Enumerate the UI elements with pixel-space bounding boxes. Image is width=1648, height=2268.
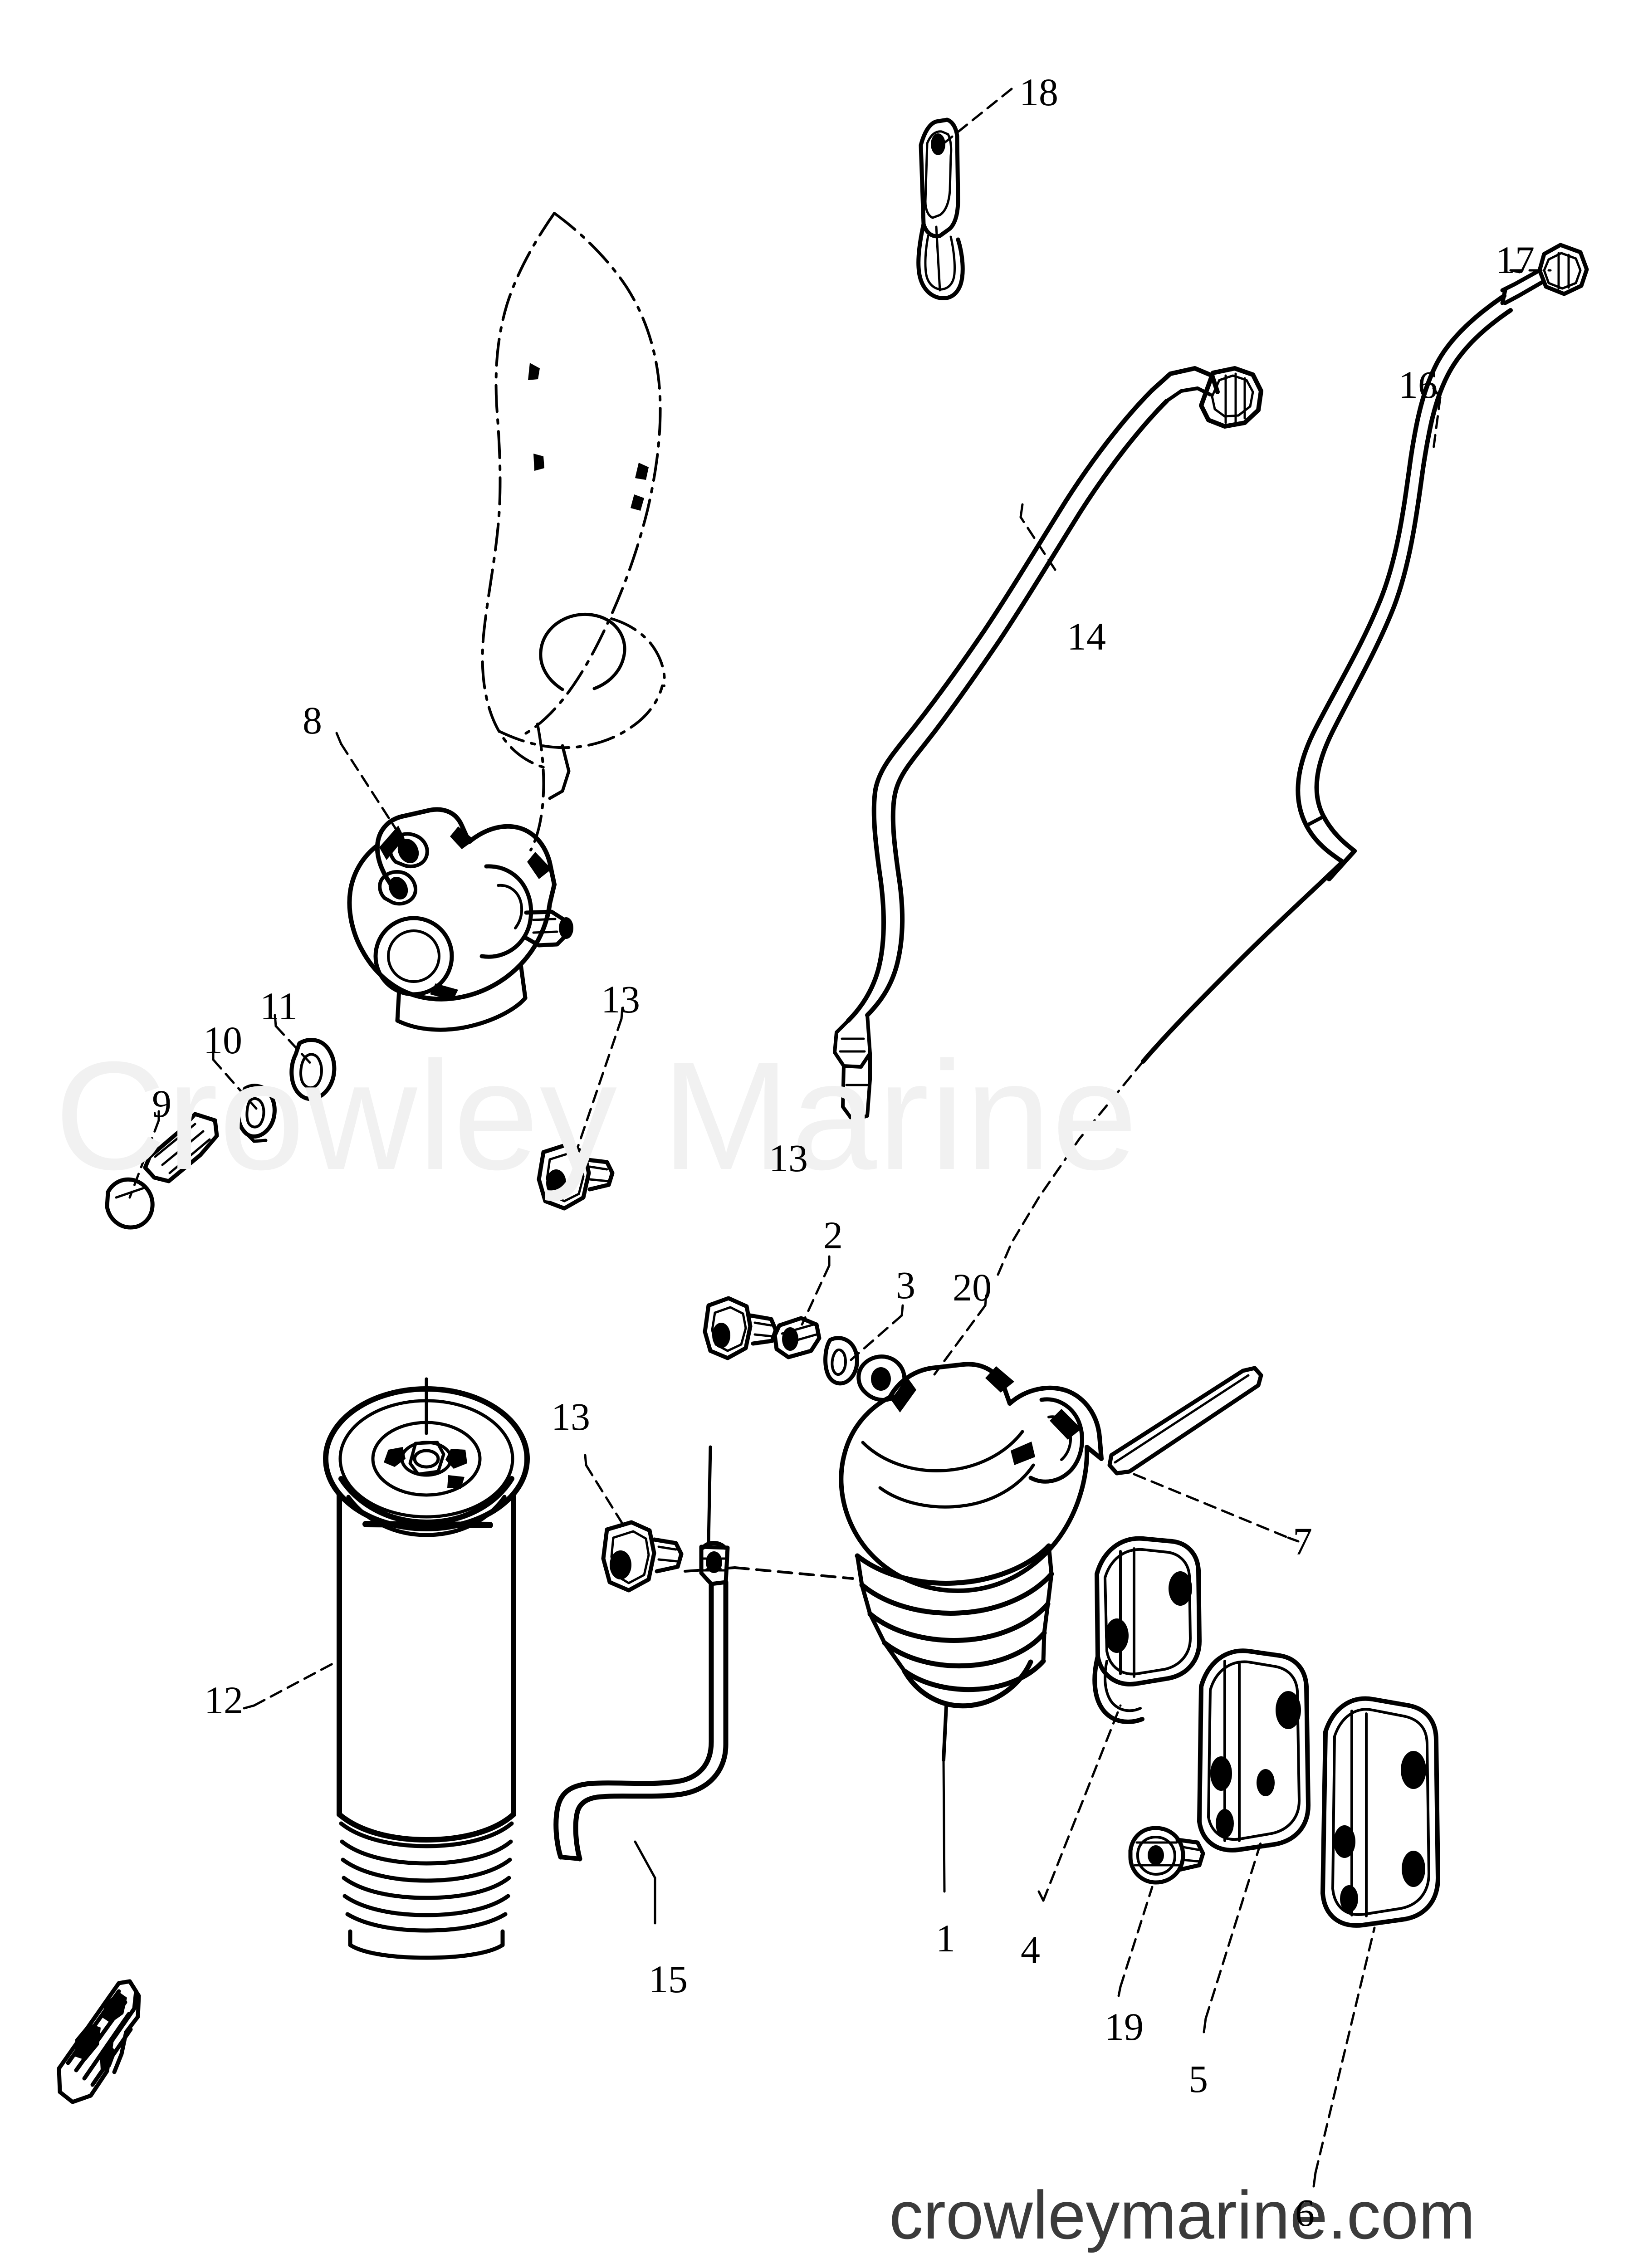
callout-number-fuel-pump-assembly: 1	[936, 1916, 955, 1960]
part-15-fuel-line-short	[553, 1445, 854, 1925]
part-7-push-rod	[1107, 1366, 1300, 1543]
part-13b-fitting-elbow	[703, 1296, 778, 1360]
callout-number-washer-lock: 10	[203, 1018, 242, 1062]
callout-number-fitting-elbow: 13	[769, 1136, 808, 1180]
callout-number-gasket-plate: 5	[1188, 2057, 1208, 2101]
callout-number-hose-fitting-nut: 17	[1496, 238, 1535, 282]
part-13a-fitting-elbow	[537, 1007, 624, 1211]
callout-number-fitting-elbow: 13	[601, 978, 640, 1021]
callout-number-washer-flat: 11	[260, 984, 298, 1028]
callout-number-clamp-bracket: 18	[1019, 70, 1058, 114]
callout-number-plate-insulator: 4	[1021, 1928, 1040, 1971]
callout-number-nut: 19	[1105, 2005, 1144, 2048]
part-13c-fitting-elbow	[584, 1454, 684, 1593]
callout-number-fitting-elbow: 13	[551, 1395, 590, 1438]
callout-number-push-rod: 7	[1293, 1520, 1312, 1563]
callout-number-bolt-screw: 9	[152, 1082, 171, 1125]
part-4-plate-insulator	[1037, 1536, 1202, 1902]
decorative-detail-icon	[57, 1979, 141, 2104]
phantom-engine-details	[528, 363, 649, 800]
part-6-gasket	[1312, 1696, 1440, 2188]
callout-number-fuel-pump-upper: 8	[303, 699, 322, 742]
part-12-fuel-filter-canister	[243, 1377, 530, 1960]
parts-9-10-11-fasteners	[105, 1014, 337, 1230]
part-14-fuel-line-upper	[833, 366, 1263, 1122]
part-8-fuel-pump-upper	[335, 732, 573, 1032]
parts-2-3-fasteners	[773, 1255, 904, 1386]
callout-number-fuel-line-short: 15	[649, 1957, 688, 2001]
part-1-fuel-pump-assembly	[839, 1354, 1104, 1893]
callout-number-washer: 3	[896, 1263, 915, 1307]
watermark-center: Crowley Marine	[54, 1030, 1139, 1202]
part-20-fuel-pump-lower-body-leader	[933, 1294, 988, 1376]
callout-number-fuel-line-upper: 14	[1067, 615, 1106, 658]
part-16-fuel-line-long	[997, 293, 1513, 1276]
part-19-nut	[1117, 1826, 1205, 1997]
watermark-footer: crowleymarine.com	[889, 2177, 1475, 2253]
callout-number-gasket: 6	[1295, 2191, 1315, 2234]
callout-number-fuel-pump-lower-body: 20	[953, 1266, 992, 1309]
callout-number-bolt-stud: 2	[823, 1213, 843, 1257]
phantom-engine-outline	[481, 212, 666, 851]
callout-number-fuel-filter-canister: 12	[204, 1678, 243, 1722]
callout-number-fuel-line-long: 16	[1399, 363, 1438, 406]
part-5-gasket-plate	[1197, 1648, 1311, 2033]
part-18-clamp-bracket	[916, 88, 1013, 300]
